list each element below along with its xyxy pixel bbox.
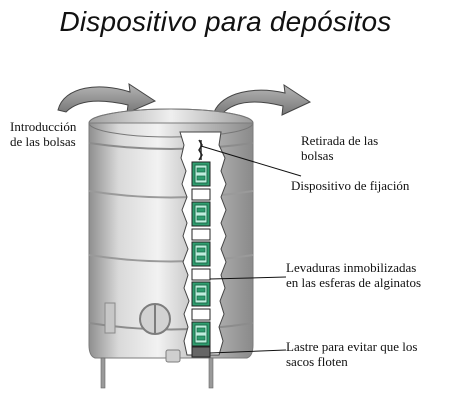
removal-label: Retirada de las bolsas: [301, 133, 378, 163]
tank-illustration: [88, 108, 254, 389]
introduction-label-line-1: Introducción: [10, 119, 77, 134]
introduction-label: Introducción de las bolsas: [10, 119, 76, 149]
diagram-title: Dispositivo para depósitos: [59, 6, 392, 37]
yeasts-label: Levaduras inmobilizadas en las esferas d…: [286, 260, 421, 290]
ballast-label: Lastre para evitar que los sacos floten: [286, 339, 417, 369]
ballast-label-line-2: sacos floten: [286, 354, 348, 369]
removal-arrow-icon: [213, 83, 312, 116]
callout-lines: [200, 145, 302, 354]
yeasts-label-line-1: Levaduras inmobilizadas: [286, 260, 417, 275]
removal-label-line-1: Retirada de las: [301, 133, 379, 148]
introduction-label-line-2: de las bolsas: [10, 134, 76, 149]
ballast-label-line-1: Lastre para evitar que los: [286, 339, 418, 354]
introduction-arrow-icon: [57, 82, 157, 114]
yeasts-label-line-2: en las esferas de alginatos: [286, 275, 422, 290]
fixation-device-label: Dispositivo de fijación: [291, 178, 410, 193]
removal-label-line-2: bolsas: [301, 148, 334, 163]
